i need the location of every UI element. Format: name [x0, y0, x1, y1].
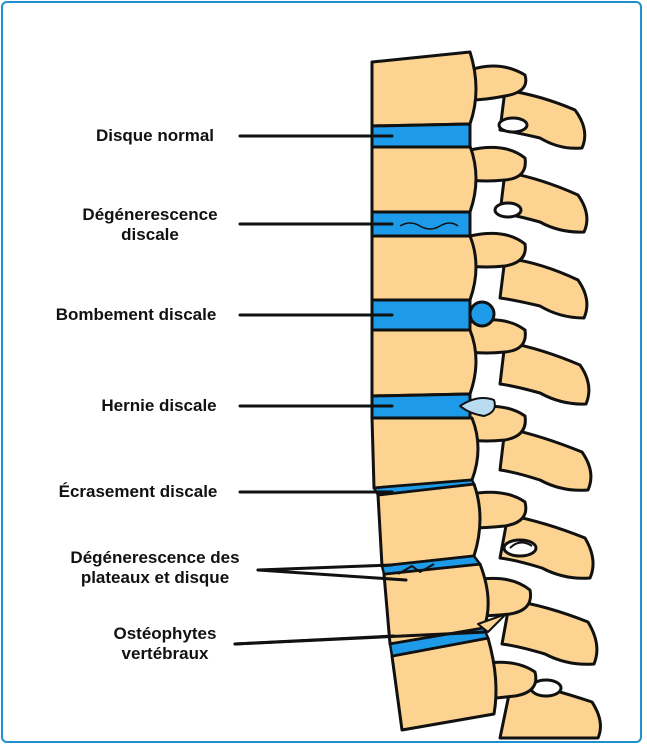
- label-line: Dégénerescence: [60, 205, 240, 225]
- label-line: Bombement discale: [34, 305, 238, 325]
- label-disc-degeneration: Dégénerescence discale: [60, 205, 240, 245]
- label-line: Disque normal: [70, 126, 240, 146]
- label-endplate-degeneration: Dégénerescence des plateaux et disque: [50, 548, 260, 588]
- label-line: plateaux et disque: [50, 568, 260, 588]
- label-line: Écrasement discale: [38, 482, 238, 502]
- label-line: Ostéophytes: [90, 624, 240, 644]
- label-normal-disc: Disque normal: [70, 126, 240, 146]
- label-disc-collapse: Écrasement discale: [38, 482, 238, 502]
- label-disc-herniation: Hernie discale: [80, 396, 238, 416]
- leader-endplate-a: [258, 565, 392, 570]
- label-disc-bulge: Bombement discale: [34, 305, 238, 325]
- label-line: discale: [60, 225, 240, 245]
- label-line: vertébraux: [90, 644, 240, 664]
- label-line: Hernie discale: [80, 396, 238, 416]
- label-line: Dégénerescence des: [50, 548, 260, 568]
- disc-bulge-icon: [470, 302, 494, 326]
- label-osteophytes: Ostéophytes vertébraux: [90, 624, 240, 664]
